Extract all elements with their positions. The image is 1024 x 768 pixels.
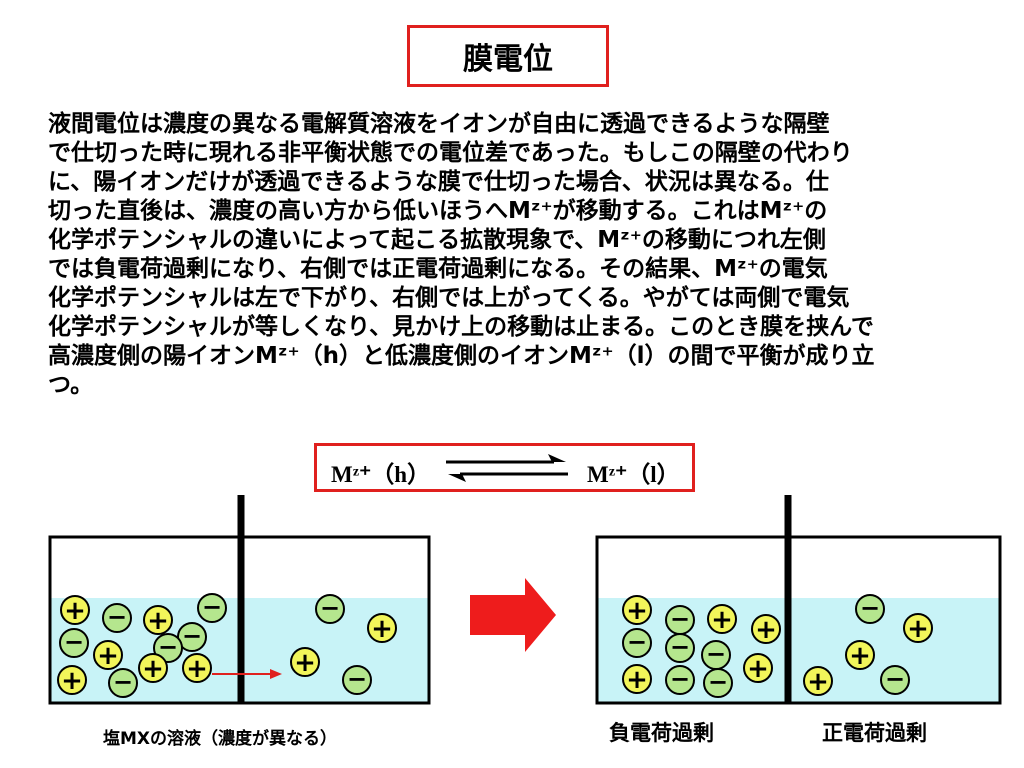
paragraph-line: 化学ポテンシャルの違いによって起こる拡散現象で、Mᶻ⁺の移動につれ左側 [48,227,826,253]
paragraph-line: つ。 [48,372,94,398]
cation-icon: + [903,613,933,644]
svg-text:−: − [158,633,178,661]
svg-text:+: + [626,665,648,695]
anion-icon: − [102,603,132,633]
anion-icon: − [701,640,731,670]
paragraph-line: では負電荷過剰になり、右側では正電荷過剰になる。その結果、Mᶻ⁺の電気 [48,256,828,282]
paragraph-line: で仕切った時に現れる非平衡状態での電位差であった。もしこの隔壁の代わり [48,140,853,166]
caption-before: 塩MXの溶液（濃度が異なる） [103,729,338,749]
cation-icon: + [57,665,87,696]
ion-flow-arrow [212,669,282,679]
svg-text:−: − [670,605,690,633]
beaker-after [595,495,1002,705]
cation-icon: + [743,653,773,684]
anion-icon: − [153,633,183,663]
paragraph-line: 液間電位は濃度の異なる電解質溶液をイオンが自由に透過できるような隔壁 [48,111,830,137]
svg-text:+: + [807,667,829,697]
anion-icon: − [855,594,885,624]
svg-text:−: − [670,665,690,693]
anion-icon: − [315,594,345,624]
svg-text:−: − [670,633,690,661]
membrane-diagram: +−+−−+−−+−++−++− +−++−−−+−−+−++−+ [48,495,1002,705]
beaker-before [48,495,431,705]
svg-text:+: + [186,654,208,684]
cation-icon: + [751,614,781,645]
paragraph-line: 化学ポテンシャルは左で下がり、右側では上がってくる。やがては両側で電気 [48,285,850,311]
svg-text:+: + [747,654,769,684]
svg-text:+: + [61,666,83,696]
cation-icon: + [622,664,652,695]
anion-icon: − [880,665,910,695]
equilibrium-box: Mᶻ⁺（h） Mᶻ⁺（l） [314,443,695,492]
cation-icon: + [367,613,397,644]
equilibrium-left: Mᶻ⁺（h） [331,462,431,487]
svg-text:+: + [711,605,733,635]
anion-icon: − [703,668,733,698]
svg-text:−: − [885,665,905,693]
svg-text:+: + [755,615,777,645]
caption-positive-excess: 正電荷過剰 [822,721,927,745]
svg-text:−: − [627,628,647,656]
ions-after: +−++−−−+−−+−++−+ [622,594,933,698]
cation-icon: + [845,640,875,671]
cation-icon: + [182,653,212,684]
page-title: 膜電位 [463,42,553,77]
cation-icon: + [290,647,320,678]
svg-text:+: + [142,654,164,684]
anion-icon: − [108,668,138,698]
anion-icon: − [177,622,207,652]
svg-text:−: − [107,603,127,631]
anion-icon: − [197,593,227,623]
paragraph-line: 切った直後は、濃度の高い方から低いほうへMᶻ⁺が移動する。これはMᶻ⁺の [48,198,828,224]
cation-icon: + [803,666,833,697]
explanation-paragraph: 液間電位は濃度の異なる電解質溶液をイオンが自由に透過できるような隔壁 で仕切った… [48,110,998,400]
beaker-outline-right [595,535,1002,705]
svg-text:−: − [113,668,133,696]
svg-text:+: + [97,641,119,671]
paragraph-line: 高濃度側の陽イオンMᶻ⁺（h）と低濃度側のイオンMᶻ⁺（l）の間で平衡が成り立 [48,343,875,369]
svg-text:+: + [907,614,929,644]
svg-text:+: + [294,648,316,678]
svg-text:−: − [202,593,222,621]
cation-icon: + [60,595,90,626]
svg-text:−: − [860,594,880,622]
anion-icon: − [622,628,652,658]
svg-text:+: + [64,596,86,626]
ions-before: +−+−−+−−+−++−++− [57,593,397,698]
anion-icon: − [59,628,89,658]
title-box: 膜電位 [407,25,609,87]
svg-text:−: − [708,668,728,696]
anion-icon: − [665,665,695,695]
svg-text:−: − [320,594,340,622]
svg-text:+: + [371,614,393,644]
cation-icon: + [707,604,737,635]
cation-icon: + [622,595,652,626]
svg-text:−: − [706,640,726,668]
paragraph-line: に、陽イオンだけが透過できるような膜で仕切った場合、状況は異なる。仕 [48,169,829,195]
anion-icon: − [665,633,695,663]
svg-text:−: − [64,628,84,656]
caption-negative-excess: 負電荷過剰 [609,721,714,745]
svg-text:+: + [849,641,871,671]
paragraph-line: 化学ポテンシャルが等しくなり、見かけ上の移動は止まる。このとき膜を挟んで [48,314,874,340]
cation-icon: + [143,605,173,636]
cation-icon: + [138,653,168,684]
svg-text:+: + [626,596,648,626]
svg-text:+: + [147,606,169,636]
equilibrium-right: Mᶻ⁺（l） [587,462,680,487]
anion-icon: − [665,605,695,635]
svg-text:−: − [347,665,367,693]
transition-arrow-icon [470,578,556,652]
equilibrium-arrows-icon [446,454,568,482]
cation-icon: + [93,640,123,671]
svg-text:−: − [182,622,202,650]
solution-right [597,598,1000,703]
anion-icon: − [342,665,372,695]
